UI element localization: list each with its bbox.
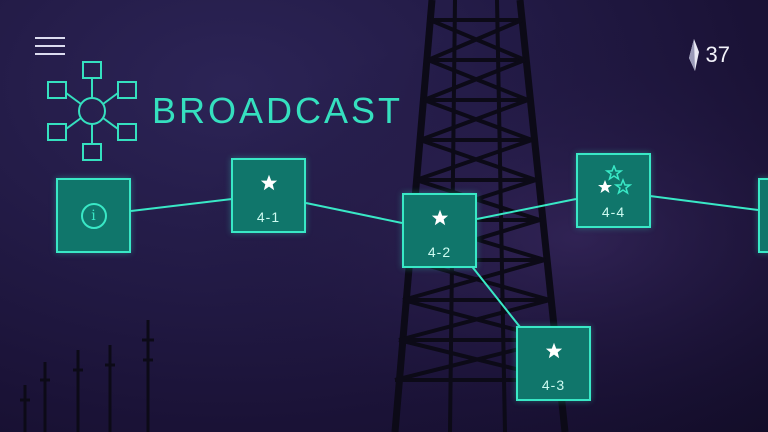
level-node-4-1[interactable]: 4-1 [231,158,306,233]
level-label: 4-2 [427,244,452,260]
menu-button[interactable] [35,37,65,65]
star-filled-icon [431,209,448,226]
star-rating [233,174,304,195]
star-filled-icon [545,342,562,359]
info-node[interactable]: i [56,178,131,253]
level-label: 4-4 [601,204,626,220]
level-node-4-2[interactable]: 4-2 [402,193,477,268]
currency-amount: 37 [705,42,730,67]
star-filled-icon [260,174,277,191]
world-title: BROADCAST [152,90,404,131]
star-rating-icons [597,163,632,195]
menu-bar [35,45,65,47]
crystal-icon [688,39,699,71]
info-icon: i [80,202,107,229]
level-node-next[interactable] [758,178,768,253]
antenna-silhouettes [20,320,154,432]
level-label: 4-3 [541,377,566,393]
world-header: BROADCAST [46,60,403,162]
menu-bar [35,53,65,55]
star-rating [404,209,475,230]
network-hub-icon [47,61,137,161]
level-label: 4-1 [256,209,281,225]
currency-counter: 37 [688,38,730,72]
level-node-4-4[interactable]: 4-4 [576,153,651,228]
star-rating [578,163,649,201]
menu-bar [35,37,65,39]
level-connectors [130,195,759,328]
star-rating [518,342,589,363]
level-node-4-3[interactable]: 4-3 [516,326,591,401]
